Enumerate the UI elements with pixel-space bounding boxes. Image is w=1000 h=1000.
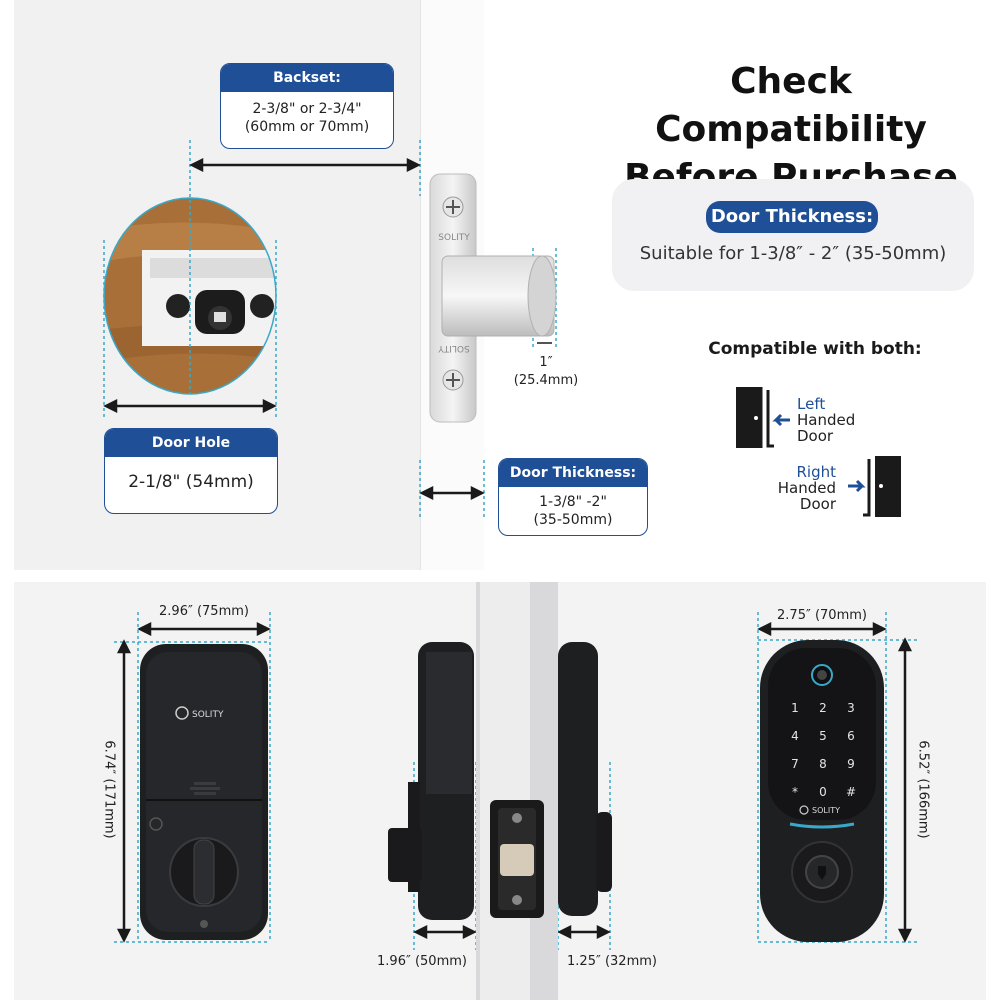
door-thickness-pill: Door Thickness:	[706, 201, 878, 233]
key-4: 4	[791, 729, 799, 743]
dimension-arrows	[103, 157, 552, 501]
key-3: 3	[847, 701, 855, 715]
latch-plate-illustration: SOLITY SOLITY	[429, 173, 557, 423]
left-handed: Handed	[797, 411, 856, 429]
key-8: 8	[819, 757, 827, 771]
exterior-width-label: 2.75″ (70mm)	[777, 608, 867, 623]
backset-imperial: 2-3/8" or 2-3/4"	[252, 101, 362, 117]
door-hole-value: 2-1/8" (54mm)	[128, 472, 254, 492]
bolt-throw-label: 1″ (25.4mm)	[506, 354, 586, 390]
interior-brand: SOLITY	[192, 710, 224, 720]
right-word: Right	[796, 463, 837, 481]
exterior-lock-illustration: 1 2 3 4 5 6 7 8 9 * 0 # SOLITY	[760, 640, 884, 942]
interior-height-label: 6.74″ (171mm)	[101, 740, 117, 839]
key-2: 2	[819, 701, 827, 715]
right-handed-label: Right Handed Door	[774, 464, 836, 512]
backset-header: Backset:	[221, 64, 393, 92]
key-7: 7	[791, 757, 799, 771]
door-hole-illustration	[103, 197, 277, 395]
left-handed-label: Left Handed Door	[797, 396, 855, 444]
top-illustration: SOLITY SOLITY	[103, 140, 901, 520]
right-door: Door	[799, 495, 836, 513]
interior-lock-illustration: SOLITY	[140, 644, 268, 940]
key-star: *	[792, 785, 798, 799]
exterior-height-label: 6.52″ (166mm)	[915, 740, 931, 839]
interior-width-label: 2.96″ (75mm)	[159, 604, 249, 619]
title-line-1: Check Compatibility	[655, 61, 927, 150]
side-view-illustration	[388, 582, 612, 1000]
bolt-throw-metric: (25.4mm)	[513, 373, 579, 388]
left-word: Left	[797, 395, 826, 413]
door-thickness-range: Suitable for 1-3/8″ - 2″ (35-50mm)	[639, 243, 947, 264]
door-hole-label: Door Hole (Diameter): 2-1/8" (54mm)	[104, 428, 278, 514]
right-handed-door-icon	[848, 456, 901, 517]
right-handed: Handed	[777, 479, 836, 497]
key-0: 0	[819, 785, 827, 799]
bottom-illustration: SOLITY 1 2 3 4 5 6 7	[114, 582, 920, 1000]
door-hole-header: Door Hole (Diameter):	[105, 429, 277, 479]
bolt-throw-imperial: 1″	[539, 355, 553, 370]
key-6: 6	[847, 729, 855, 743]
door-thickness-metric: (35-50mm)	[533, 512, 613, 528]
key-1: 1	[791, 701, 799, 715]
door-thickness-imperial: 1-3/8" -2"	[539, 494, 607, 510]
plate-brand-top: SOLITY	[438, 233, 470, 243]
left-handed-door-icon	[736, 387, 790, 448]
key-hash: #	[846, 785, 856, 799]
interior-depth-label: 1.96″ (50mm)	[377, 954, 467, 969]
left-door: Door	[797, 427, 834, 445]
exterior-depth-label: 1.25″ (32mm)	[567, 954, 657, 969]
exterior-brand: SOLITY	[812, 806, 840, 815]
compatible-title: Compatible with both:	[708, 339, 922, 359]
backset-label: Backset: 2-3/8" or 2-3/4" (60mm or 70mm)	[220, 63, 394, 149]
backset-metric: (60mm or 70mm)	[244, 119, 370, 135]
key-5: 5	[819, 729, 827, 743]
door-thickness-header: Door Thickness:	[499, 459, 647, 487]
door-thickness-card: Door Thickness: Suitable for 1-3/8″ - 2″…	[612, 179, 974, 291]
bottom-arrows	[116, 621, 913, 943]
door-thickness-label: Door Thickness: 1-3/8" -2" (35-50mm)	[498, 458, 648, 536]
keypad: 1 2 3 4 5 6 7 8 9 * 0 #	[791, 701, 856, 799]
plate-brand-bottom: SOLITY	[438, 343, 470, 353]
key-9: 9	[847, 757, 855, 771]
